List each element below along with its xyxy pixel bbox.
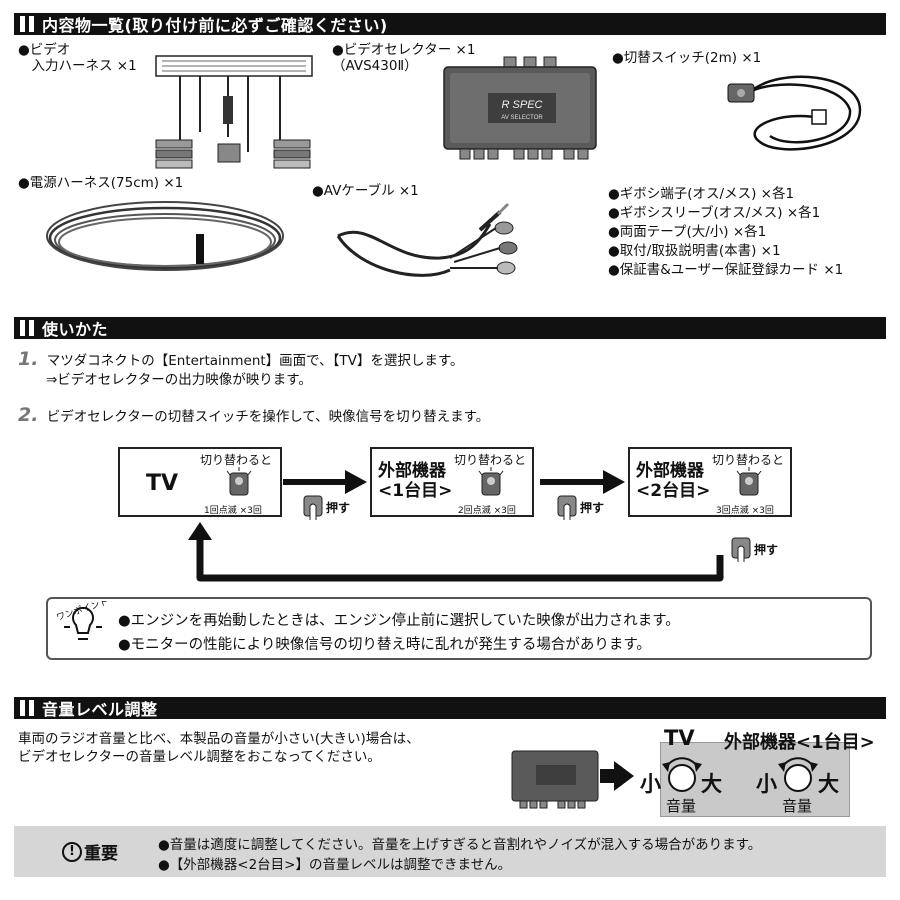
video-selector-label-line1: ●ビデオセレクター ×1 [332, 42, 476, 58]
tip-line-1: ●エンジンを再始動したときは、エンジン停止前に選択していた映像が出力されます。 [118, 613, 680, 629]
knob-tv-volume-label: 音量 [666, 797, 697, 815]
led-switch-icon [226, 467, 252, 496]
header-mark [29, 320, 34, 336]
usage-section-title: 使いかた [42, 320, 109, 339]
video-selector-label: ●ビデオセレクター ×1 （AVS430Ⅱ） [332, 42, 475, 74]
switch-note: 切り替わると [200, 453, 273, 467]
volume-description: 車両のラジオ音量と比べ、本製品の音量が小さい(大きい)場合は、 ビデオセレクター… [18, 730, 420, 766]
step-2-number: 2. [18, 404, 39, 426]
video-selector-label-line2: （AVS430Ⅱ） [332, 58, 418, 74]
switch-note: 切り替わると [454, 453, 527, 467]
step-2: 2. ビデオセレクターの切替スイッチを操作して、映像信号を切り替えます。 [18, 404, 489, 426]
push-indicator: 押す [730, 536, 778, 562]
one-point-tip-box: ワンポイント ●エンジンを再始動したときは、エンジン停止前に選択していた映像が出… [46, 597, 872, 660]
av-cable-label: ●AVケーブル ×1 [312, 183, 419, 199]
header-mark [20, 320, 25, 336]
accessory-item: ●取付/取扱説明書(本書) ×1 [608, 243, 781, 259]
step-1-text: マツダコネクトの【Entertainment】画面で、【TV】を選択します。 [46, 353, 464, 369]
step-1: 1. マツダコネクトの【Entertainment】画面で、【TV】を選択します… [18, 348, 464, 370]
usage-section-header: 使いかた [14, 317, 886, 339]
one-point-label: ワンポイント [55, 601, 110, 623]
blink-count-1: 1回点滅 ×3回 [204, 506, 262, 516]
video-harness-label: ●ビデオ 入力ハーネス ×1 [18, 42, 137, 74]
important-line-1: ●音量は適度に調整してください。音量を上げすぎると音割れやノイズが混入する場合が… [158, 837, 762, 853]
accessory-item: ●ギボシスリーブ(オス/メス) ×各1 [608, 205, 821, 221]
video-selector-illustration: R SPEC AV SELECTOR [443, 56, 597, 160]
blink-count-2: 2回点滅 ×3回 [458, 506, 516, 516]
selector-small-illustration [511, 750, 634, 809]
header-mark [29, 700, 34, 716]
volume-knobs [662, 757, 818, 792]
accessory-item: ●保証書&ユーザー保証登録カード ×1 [608, 262, 844, 278]
finger-press-icon [731, 537, 751, 562]
flow-box-external-1-title-line2: <1台目> [378, 481, 453, 501]
av-cable-illustration [336, 202, 518, 277]
contents-section-header: 内容物一覧(取り付け前に必ずご確認ください) [14, 13, 886, 35]
led-switch-icon [736, 467, 762, 496]
push-indicator: 押す [302, 494, 350, 520]
step-1-result: ⇒ビデオセレクターの出力映像が映ります。 [46, 372, 312, 388]
accessory-item: ●ギボシ端子(オス/メス) ×各1 [608, 186, 795, 202]
important-label: 重要 [84, 844, 118, 864]
knob-label-tv: TV [664, 726, 695, 750]
led-switch-icon [478, 467, 504, 496]
flow-box-external-2: 外部機器 <2台目> 切り替わると 3回点滅 ×3回 [628, 447, 792, 517]
tip-line-2: ●モニターの性能により映像信号の切り替え時に乱れが発生する場合があります。 [118, 637, 651, 653]
step-1-number: 1. [18, 348, 39, 370]
step-2-text: ビデオセレクターの切替スイッチを操作して、映像信号を切り替えます。 [46, 409, 490, 425]
finger-press-icon [557, 495, 577, 520]
flow-box-tv-title: TV [146, 471, 179, 496]
header-mark [20, 700, 25, 716]
switch-illustration [727, 75, 862, 151]
knob-external-volume-label: 音量 [782, 797, 813, 815]
switch-label: ●切替スイッチ(2m) ×1 [612, 50, 762, 66]
video-harness-label-line2: 入力ハーネス ×1 [18, 58, 137, 74]
flow-box-external-1-title-line1: 外部機器 [378, 461, 446, 481]
switch-note: 切り替わると [712, 453, 785, 467]
power-harness-illustration [46, 201, 284, 271]
video-harness-illustration [155, 55, 313, 169]
header-mark [29, 16, 34, 32]
flow-box-external-1: 外部機器 <1台目> 切り替わると 2回点滅 ×3回 [370, 447, 534, 517]
push-label: 押す [754, 542, 779, 557]
flow-box-external-2-title: 外部機器 <2台目> [636, 461, 710, 501]
video-harness-label-line1: ●ビデオ [18, 42, 71, 58]
finger-press-icon [303, 495, 323, 520]
volume-section-title: 音量レベル調整 [42, 700, 158, 719]
accessory-item: ●両面テープ(大/小) ×各1 [608, 224, 767, 240]
flow-box-external-2-title-line1: 外部機器 [636, 461, 704, 481]
push-label: 押す [580, 500, 605, 515]
exclamation-icon: ! [62, 841, 82, 862]
contents-section-title: 内容物一覧(取り付け前に必ずご確認ください) [42, 16, 388, 35]
push-indicator: 押す [556, 494, 604, 520]
flow-box-tv: TV 切り替わると 1回点滅 ×3回 [118, 447, 282, 517]
flow-box-external-1-title: 外部機器 <1台目> [378, 461, 452, 501]
knob-external-small-label: 小 [756, 772, 777, 796]
important-heading: ! 重要 [62, 839, 118, 864]
volume-section-header: 音量レベル調整 [14, 697, 886, 719]
push-label: 押す [326, 500, 351, 515]
knob-tv-large-label: 大 [701, 772, 722, 796]
important-notice-box: ! 重要 ●音量は適度に調整してください。音量を上げすぎると音割れやノイズが混入… [14, 826, 886, 877]
power-harness-label: ●電源ハーネス(75cm) ×1 [18, 175, 184, 191]
volume-description-line2: ビデオセレクターの音量レベル調整をおこなってください。 [18, 749, 381, 765]
flow-connectors [188, 470, 724, 582]
important-line-2: ●【外部機器<2台目>】の音量レベルは調整できません。 [158, 857, 512, 873]
accessory-list: ●ギボシ端子(オス/メス) ×各1 ●ギボシスリーブ(オス/メス) ×各1 ●両… [608, 185, 843, 280]
selector-sub-text: AV SELECTOR [501, 115, 543, 121]
blink-count-3: 3回点滅 ×3回 [716, 506, 774, 516]
knob-external-large-label: 大 [818, 772, 839, 796]
lightbulb-icon: ワンポイント [55, 601, 110, 640]
knob-tv-small-label: 小 [640, 772, 661, 796]
knob-label-external-1: 外部機器<1台目> [724, 732, 875, 753]
volume-description-line1: 車両のラジオ音量と比べ、本製品の音量が小さい(大きい)場合は、 [18, 731, 420, 747]
selector-brand-text: R SPEC [502, 99, 543, 111]
header-mark [20, 16, 25, 32]
flow-box-external-2-title-line2: <2台目> [636, 481, 711, 501]
